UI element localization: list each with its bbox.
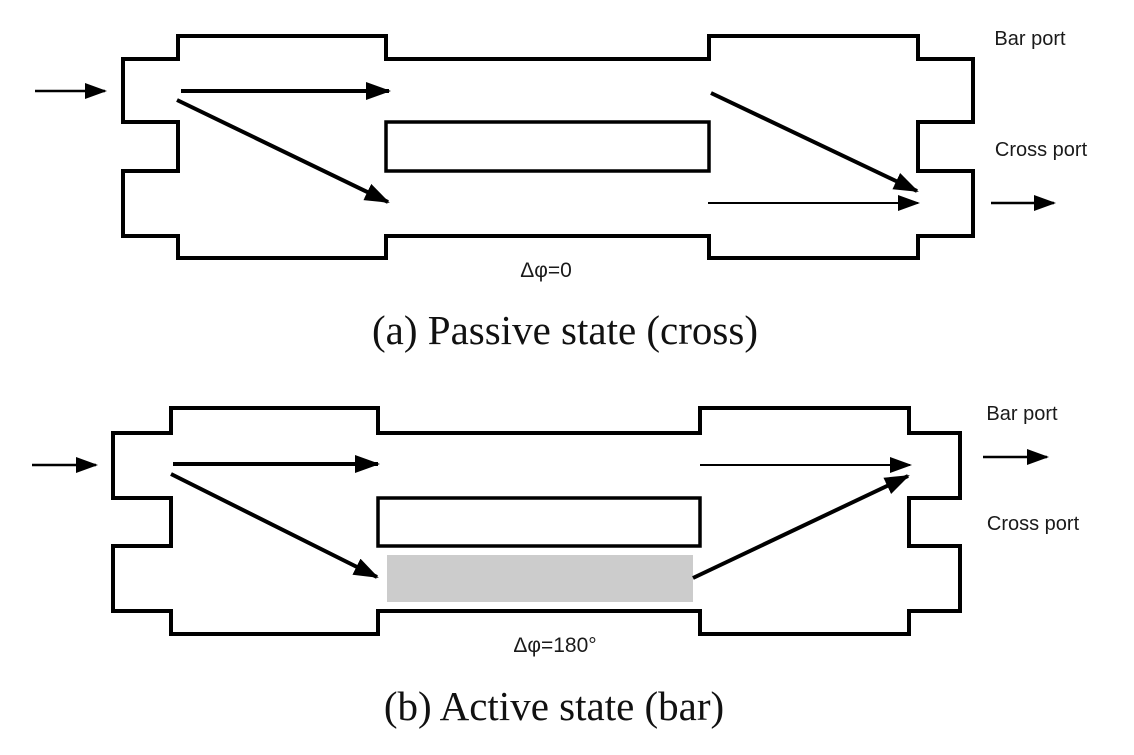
bar-port-label-a: Bar port	[994, 28, 1066, 50]
cross-port-label-b: Cross port	[987, 513, 1080, 535]
caption-a: (a) Passive state (cross)	[372, 307, 758, 353]
arm-gap-island-b	[376, 496, 702, 548]
coupler-diagonal-arrow-left-b	[170, 472, 379, 579]
coupler-diagonal-arrow-right-b	[692, 474, 910, 580]
arm-gap-island-a	[384, 120, 711, 173]
cross-port-label-a: Cross port	[995, 139, 1088, 161]
figure-a: Bar port Cross port Δφ=0 (a) Passive sta…	[35, 28, 1088, 353]
coupler-diagonal-arrow-left-a	[176, 98, 390, 204]
coupler-diagonal-arrow-right-a	[710, 91, 919, 193]
mzi-outline-b	[111, 406, 962, 636]
figure-b: Bar port Cross port Δφ=180° (b) Active s…	[32, 403, 1080, 729]
caption-b: (b) Active state (bar)	[384, 683, 724, 729]
mzi-outline-a	[121, 34, 975, 260]
phase-shift-label-a: Δφ=0	[520, 259, 572, 282]
bar-port-label-b: Bar port	[986, 403, 1058, 425]
phase-shifter-electrode	[387, 555, 693, 602]
phase-shift-label-b: Δφ=180°	[513, 634, 596, 657]
